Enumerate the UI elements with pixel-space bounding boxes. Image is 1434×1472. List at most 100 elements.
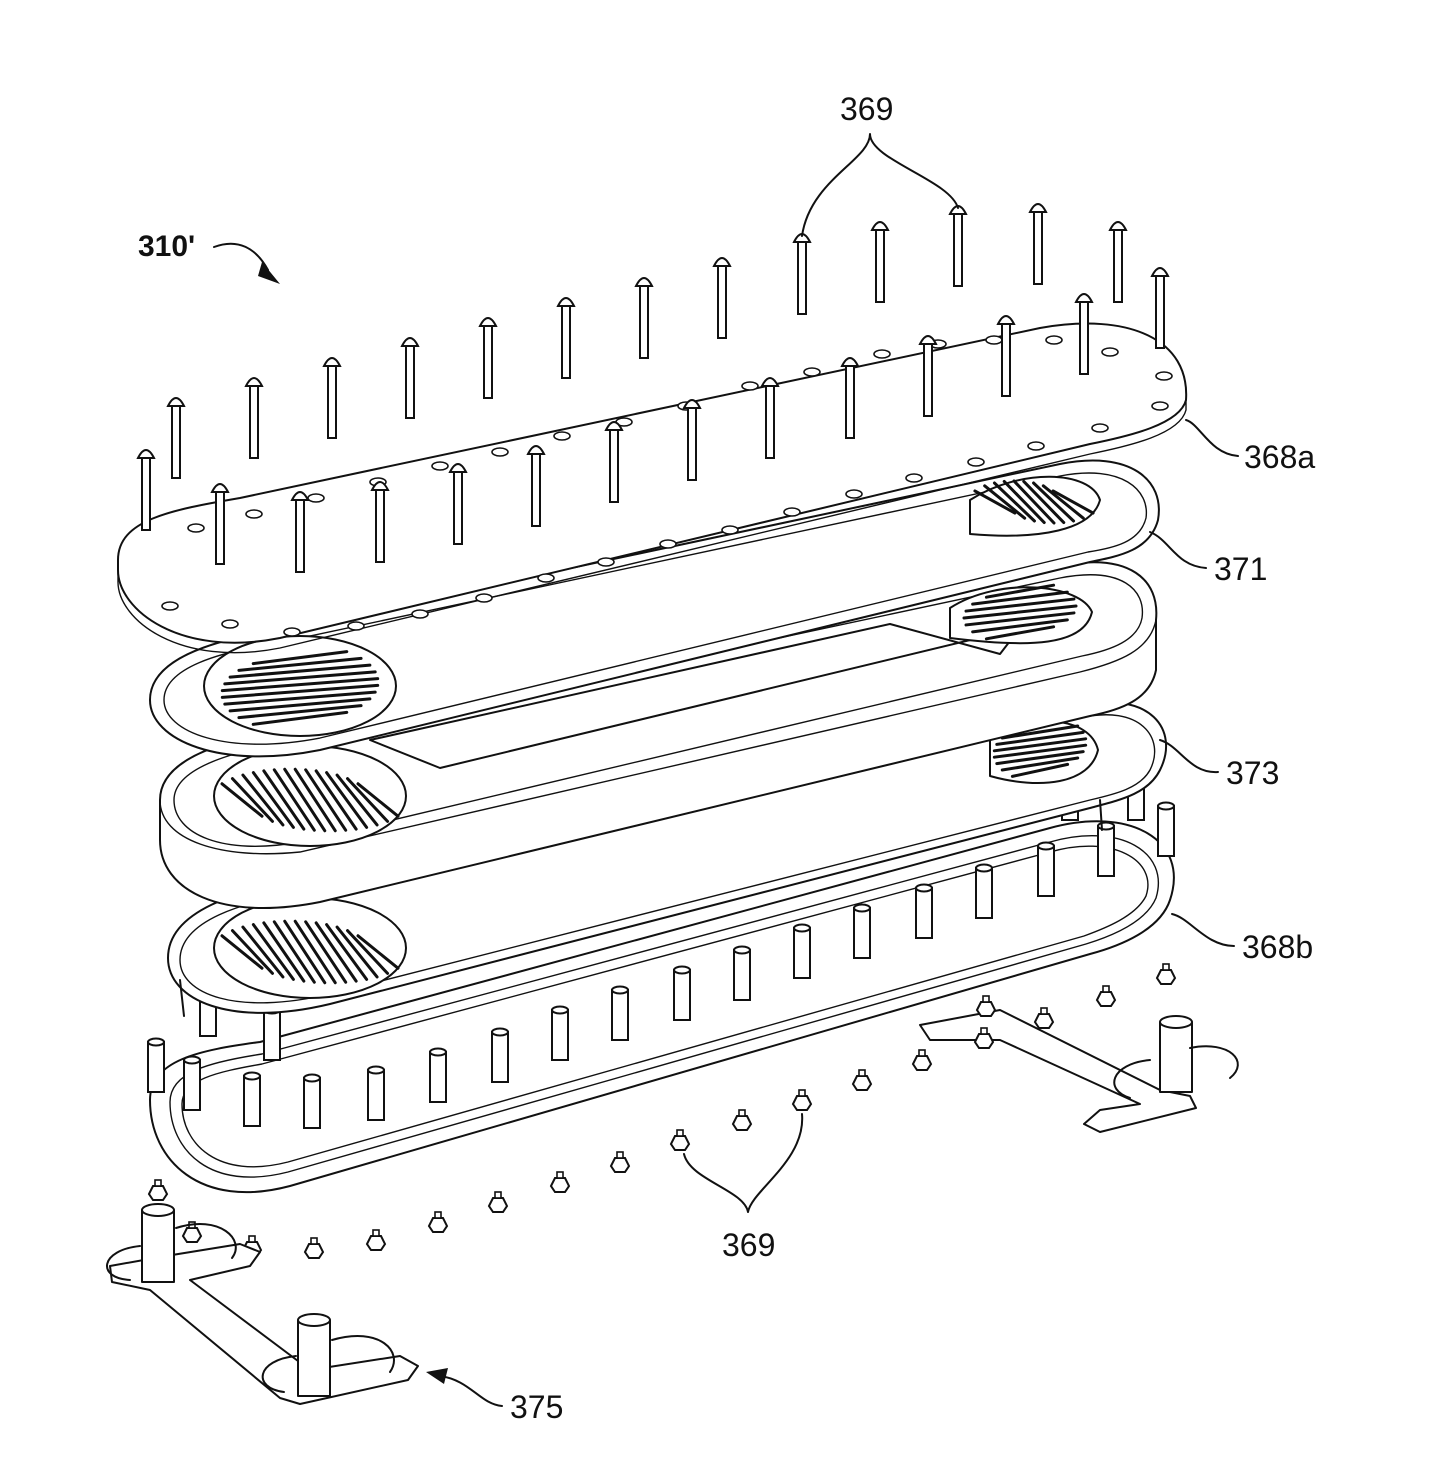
label-pins-bottom: 369	[722, 1227, 775, 1263]
grid-slot	[995, 750, 1085, 766]
grid-slot	[335, 773, 379, 827]
plate-hole	[475, 593, 493, 603]
nut	[427, 1211, 449, 1233]
pin	[996, 315, 1016, 397]
grid-slot	[346, 929, 390, 975]
leader-pins-bottom	[683, 1113, 804, 1213]
leader-plate-371	[1149, 531, 1207, 569]
nut	[975, 995, 997, 1017]
pins-top	[136, 203, 1170, 573]
leader-plate-368a	[1185, 419, 1239, 457]
grid-slot	[241, 925, 285, 979]
nut	[1033, 1007, 1055, 1029]
pin	[792, 233, 812, 315]
plate-hole	[1151, 401, 1169, 411]
nut	[1095, 985, 1117, 1007]
plate-hole	[659, 539, 677, 549]
grid-slot	[995, 730, 1085, 746]
plate-hole	[967, 457, 985, 467]
grid-slot	[220, 683, 380, 699]
grid-slot	[220, 782, 264, 818]
grid-slot	[230, 929, 274, 975]
plate-hole	[537, 573, 555, 583]
pin	[370, 481, 390, 563]
plate-373	[167, 701, 1167, 1017]
nut	[911, 1049, 933, 1071]
grid-slot	[283, 919, 327, 985]
nut	[549, 1171, 571, 1193]
pin	[604, 421, 624, 503]
plate-hole	[803, 367, 821, 377]
support-post	[183, 1055, 201, 1111]
nut	[669, 1129, 691, 1151]
leader-plate-373	[1159, 739, 1219, 774]
grid-slot	[325, 771, 369, 829]
grid-slot	[237, 656, 363, 672]
pin	[712, 257, 732, 339]
grid-slot	[356, 782, 400, 818]
support-post	[147, 1037, 165, 1093]
grid-slot	[230, 777, 274, 823]
support-post	[673, 965, 691, 1021]
grid-slot	[223, 690, 377, 706]
plate-hole	[741, 381, 759, 391]
plate-hole	[1045, 335, 1063, 345]
support-post	[853, 903, 871, 959]
label-stand: 375	[510, 1389, 563, 1425]
plate-hole	[283, 627, 301, 637]
plate-hole	[1101, 347, 1119, 357]
grid-slot	[1032, 481, 1076, 523]
support-post	[367, 1065, 385, 1121]
nut	[147, 1179, 169, 1201]
grid-slot	[251, 923, 295, 981]
grid-slot	[272, 768, 316, 832]
plate-hole	[985, 335, 1003, 345]
plate-hole	[905, 473, 923, 483]
grid-slot	[283, 767, 327, 833]
pin	[870, 221, 890, 303]
pin	[634, 277, 654, 359]
grid-slot	[1022, 479, 1066, 525]
grid-slot	[971, 590, 1069, 606]
leader-pins-top	[801, 133, 959, 237]
pin	[478, 317, 498, 399]
support-post	[1097, 821, 1115, 877]
grid-slot	[971, 618, 1069, 634]
nut	[851, 1069, 873, 1091]
nut	[791, 1089, 813, 1111]
pin	[840, 357, 860, 439]
grid-slot	[304, 920, 348, 984]
pin	[166, 397, 186, 479]
grid-slot	[325, 923, 369, 981]
grid-slot	[241, 773, 285, 827]
pin	[1150, 267, 1170, 349]
plate-hole	[553, 431, 571, 441]
grid-slot	[228, 663, 372, 679]
support-post	[1037, 841, 1055, 897]
plate-hole	[245, 509, 263, 519]
figure-reference-arrow	[213, 242, 269, 271]
grid-slot	[346, 777, 390, 823]
plate-hole	[721, 525, 739, 535]
grid-slot	[262, 769, 306, 831]
figure-reference-label: 310'	[138, 230, 195, 263]
nut	[609, 1151, 631, 1173]
pin	[556, 297, 576, 379]
grid-slot	[237, 704, 363, 720]
grid-slot	[1002, 479, 1046, 525]
grid-slot	[314, 921, 358, 983]
grid-slot	[992, 743, 1088, 759]
grid-slot	[1000, 756, 1080, 772]
support-post	[1157, 801, 1175, 857]
pin	[1108, 221, 1128, 303]
support-post	[491, 1027, 509, 1083]
pin	[760, 377, 780, 459]
plate-hole	[845, 489, 863, 499]
grid-slot	[964, 597, 1076, 613]
pin	[682, 399, 702, 481]
label-pins-top: 369	[840, 91, 893, 127]
label-plate-368a: 368a	[1244, 439, 1315, 475]
pin	[290, 491, 310, 573]
grid-slot	[1041, 484, 1085, 520]
plate-hole	[161, 601, 179, 611]
